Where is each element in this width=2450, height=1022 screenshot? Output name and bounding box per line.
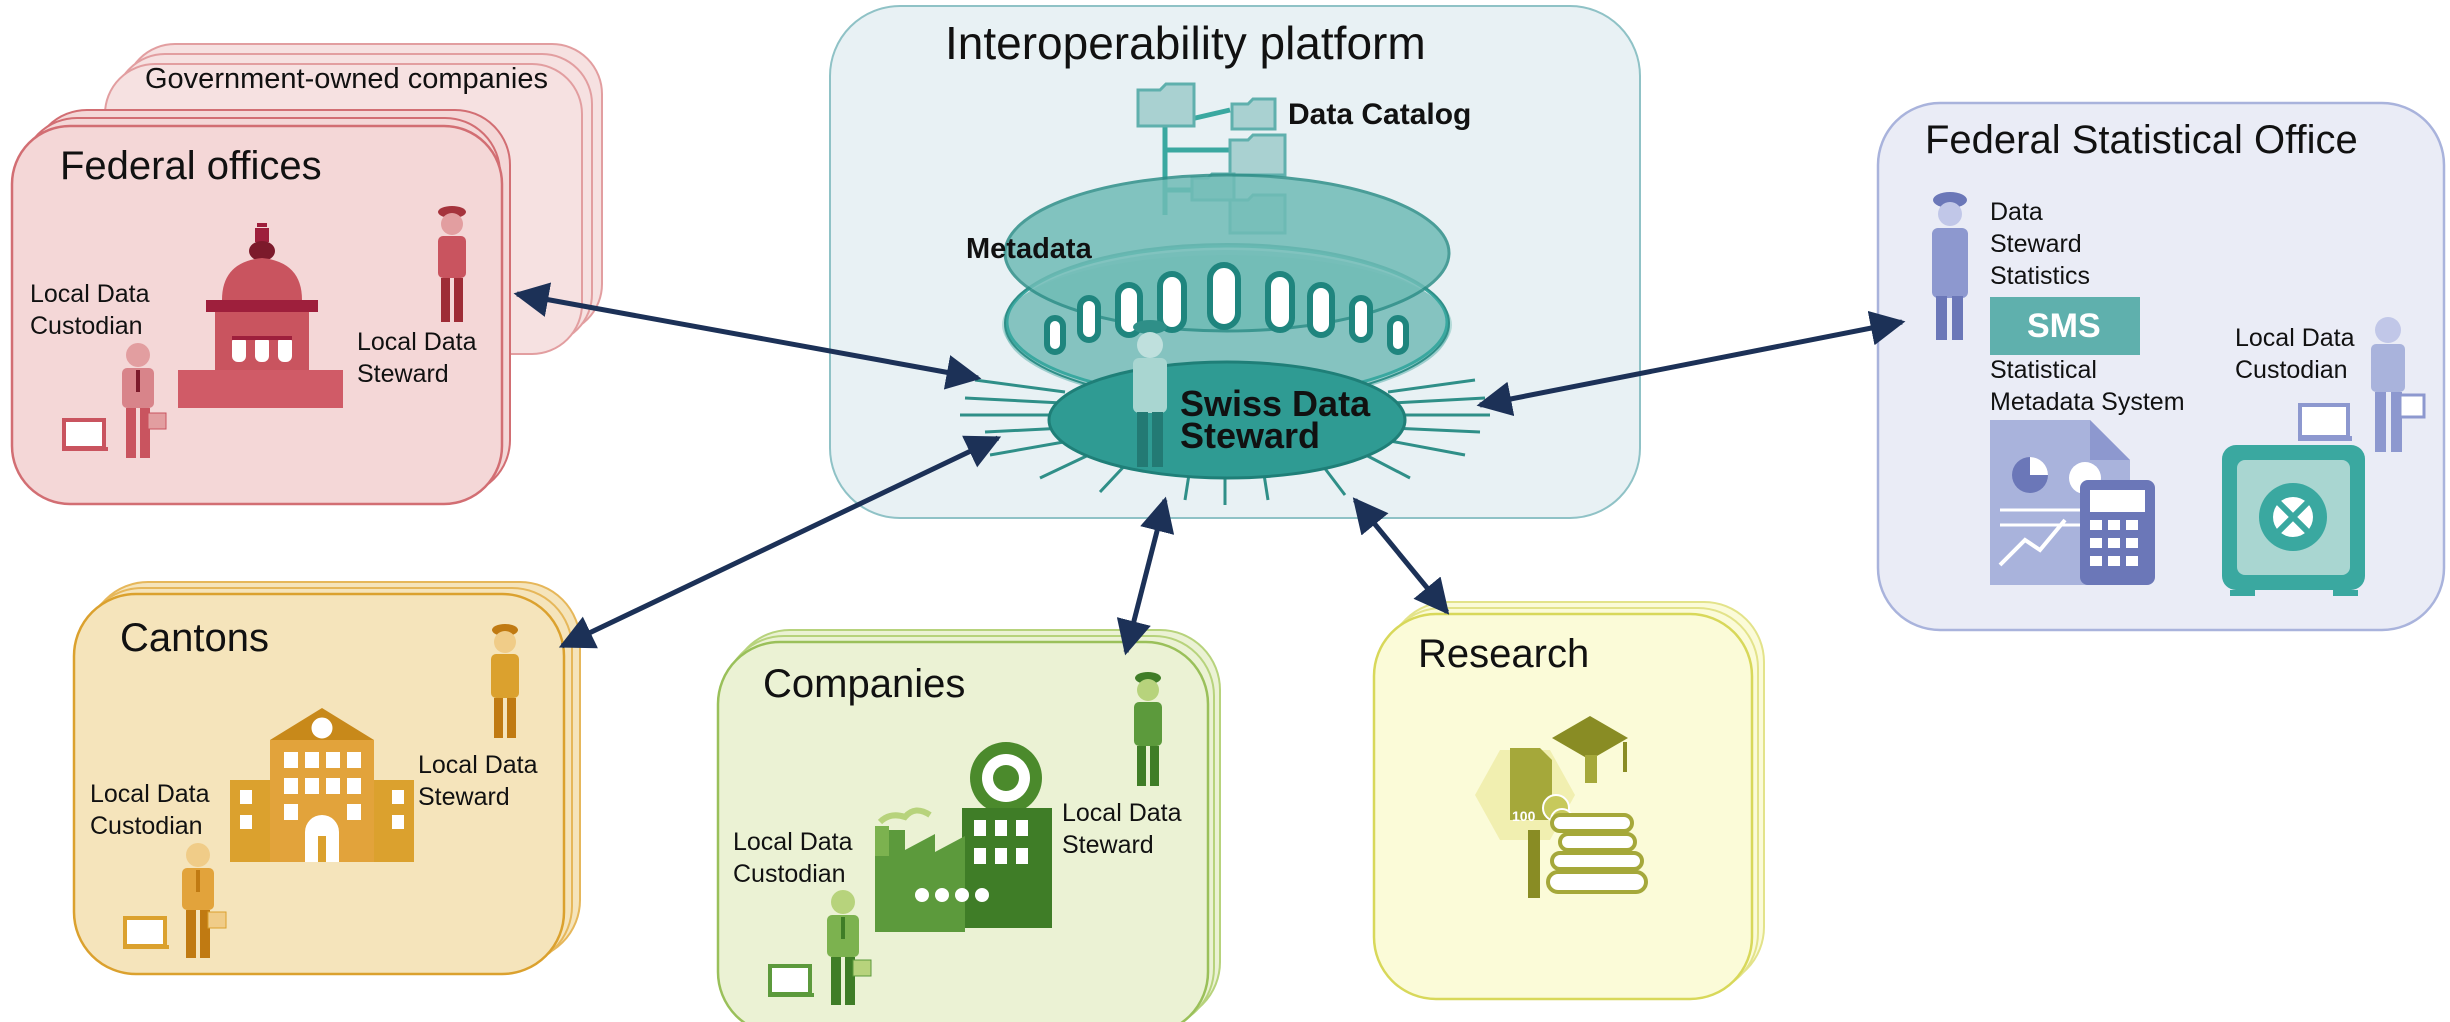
- swiss-data-steward-label: Swiss Data Steward: [1180, 383, 1371, 456]
- safe-icon: [2222, 445, 2365, 596]
- sms-badge: [1990, 297, 2140, 355]
- platform-title: Interoperability platform: [945, 17, 1426, 69]
- companies-local-steward-icon: [1134, 672, 1162, 786]
- metadata-label: Metadata: [966, 233, 1092, 265]
- research-title: Research: [1418, 632, 1590, 676]
- arrow-federal-offices: [513, 282, 982, 390]
- data-catalog-label: Data Catalog: [1288, 98, 1472, 131]
- connector-arrows: [513, 282, 1906, 656]
- factory-icon: [875, 742, 1052, 932]
- cantons-local-steward-icon: [491, 624, 519, 738]
- companies-local-custodian-icon: [768, 890, 872, 1005]
- arrow-cantons: [558, 435, 1002, 649]
- federal-palace-icon: [178, 223, 343, 408]
- arrow-companies: [1116, 496, 1175, 656]
- arrow-fso: [1476, 310, 1906, 417]
- federal-local-custodian-icon: [62, 343, 167, 458]
- cantonal-building-icon: [230, 708, 414, 862]
- federal-offices-title: Federal offices: [60, 144, 322, 188]
- companies-title: Companies: [763, 662, 966, 706]
- research-panel: [1372, 601, 1765, 1001]
- federal-local-steward-icon: [438, 206, 466, 322]
- statistics-document-icon: [1990, 420, 2155, 585]
- arrow-research: [1352, 497, 1450, 615]
- cantons-local-custodian-icon: [123, 843, 227, 958]
- research-badge-label: 100: [1512, 808, 1536, 824]
- metadata-arches: [1044, 262, 1409, 355]
- swiss-data-steward-icon: [1133, 320, 1167, 467]
- research-icon: [1475, 716, 1648, 898]
- fso-title: Federal Statistical Office: [1925, 118, 2358, 162]
- government-companies-title: Government-owned companies: [145, 63, 548, 95]
- cantons-title: Cantons: [120, 616, 269, 660]
- sms-badge-label: SMS: [2027, 307, 2101, 345]
- fso-statistics-steward-icon: [1932, 192, 1968, 340]
- fso-local-custodian-icon: [2298, 317, 2426, 452]
